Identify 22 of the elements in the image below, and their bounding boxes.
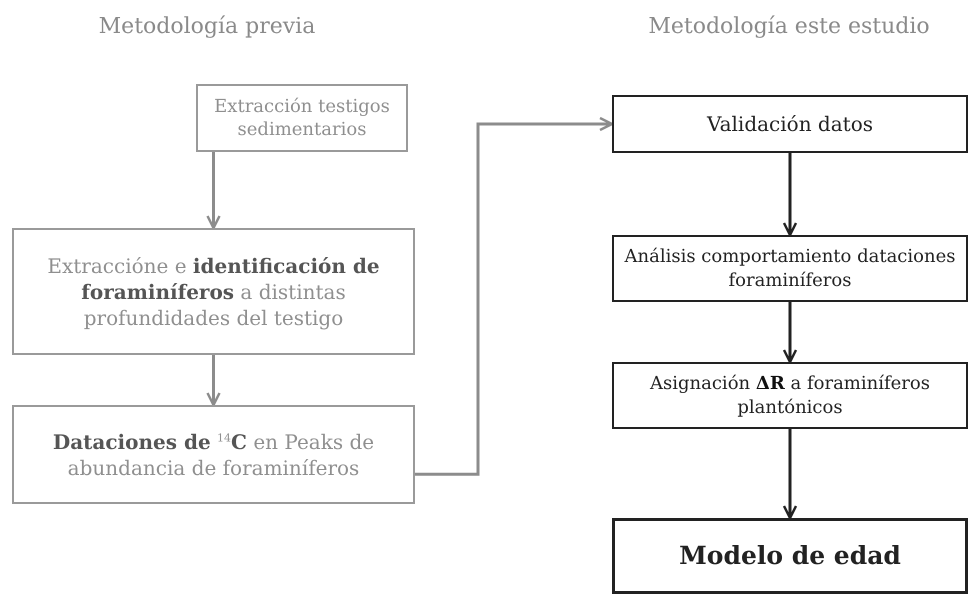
process-box <box>612 95 968 153</box>
process-box <box>612 235 968 302</box>
box-text: Análisis comportamiento dataciones foraminíferos <box>623 245 956 292</box>
box-text: Extracción testigos sedimentarios <box>213 94 391 142</box>
box-text: Dataciones de $^{14}$C en Peaks de abundancia de foraminíferos <box>52 428 376 480</box>
arrow <box>415 116 614 476</box>
column-heading: Metodología previa <box>98 14 316 39</box>
column-heading: Metodología este estudio <box>647 14 931 39</box>
arrow <box>782 302 798 364</box>
process-box <box>12 228 415 355</box>
arrow <box>782 153 798 236</box>
box-text: Extraccióne e identificación de foraminíferos a distintas profundidades del testigo <box>46 252 381 330</box>
process-box <box>196 84 408 152</box>
box-text: Modelo de edad <box>679 540 901 572</box>
box-text: Validación datos <box>707 111 873 137</box>
process-box <box>612 518 968 594</box>
arrow <box>206 355 221 406</box>
arrow <box>206 152 221 230</box>
process-box <box>612 362 968 429</box>
arrow <box>782 429 798 520</box>
process-box <box>12 405 415 504</box>
box-text: Asignación ΔR a foraminíferos plantónicos <box>648 372 931 419</box>
